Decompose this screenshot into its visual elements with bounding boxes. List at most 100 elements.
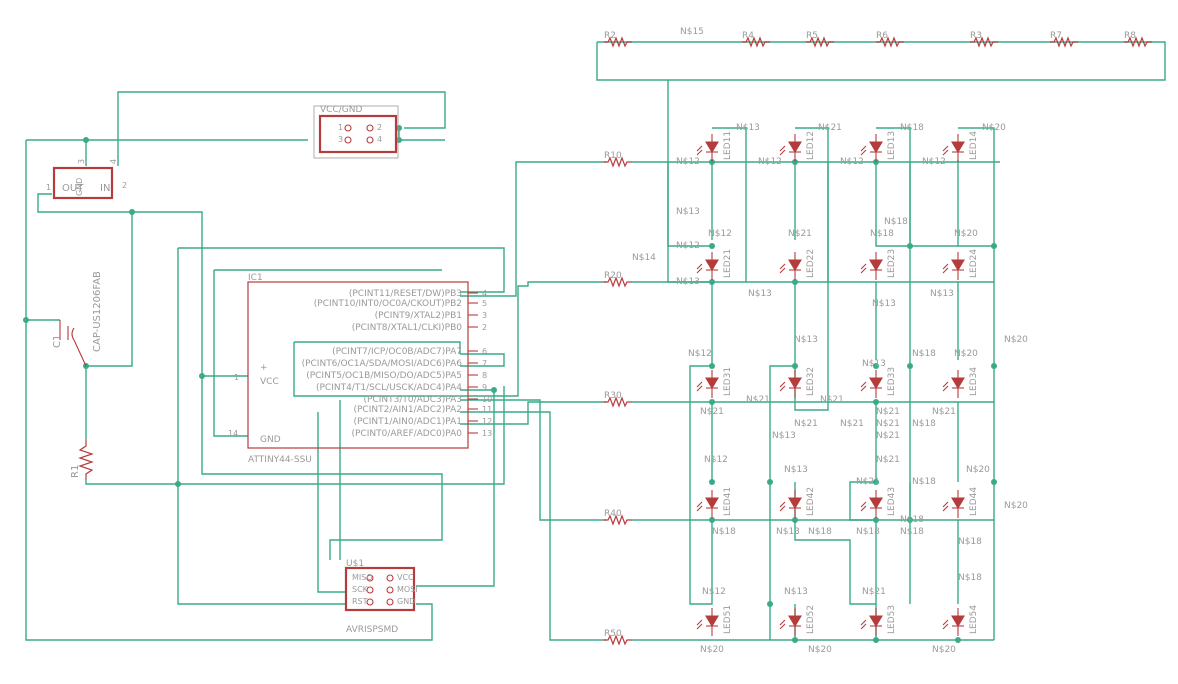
net-label: N$13 — [784, 587, 808, 597]
regulator-pin-tab: 4 — [109, 159, 118, 164]
net-label: N$18 — [912, 477, 936, 487]
resistor-symbol — [604, 156, 632, 168]
net-label: N$18 — [856, 527, 880, 537]
resistor-label: R7 — [1050, 31, 1062, 41]
resistor-symbol — [806, 36, 834, 48]
ic1-pin-label: (PCINT0/AREF/ADC0)PA0 — [351, 429, 462, 439]
ic1-pin-label: (PCINT2/AIN1/ADC2)PA2 — [353, 405, 462, 415]
power-pin-1: 1 — [338, 123, 343, 132]
c1-name: C1 — [52, 335, 63, 348]
led-label: LED22 — [806, 249, 816, 278]
power-pin-2: 2 — [377, 123, 382, 132]
net-label: N$21 — [700, 407, 724, 417]
ic1-pin-number: 11 — [482, 405, 492, 414]
net-label: N$13 — [784, 465, 808, 475]
isp-pin-vcc: VCC — [397, 573, 414, 582]
resistor-label: R50 — [604, 629, 622, 639]
regulator-out-label: OUT — [62, 183, 84, 194]
resistor-symbol — [604, 396, 632, 408]
led: LED21 — [696, 249, 733, 280]
net-label: N$21 — [876, 455, 900, 465]
net-label: N$13 — [872, 299, 896, 309]
net-label: N$12 — [702, 587, 726, 597]
net-label: N$21 — [840, 419, 864, 429]
net-label: N$21 — [818, 123, 842, 133]
net-label: N$13 — [772, 431, 796, 441]
led: LED43 — [860, 487, 897, 518]
regulator-pin-out: 1 — [46, 183, 51, 192]
led-label: LED41 — [723, 487, 733, 516]
net-label: N$20 — [1004, 501, 1028, 511]
ic1-attiny44: IC1 ATTINY44-SSU + VCC GND 1 14 4(PCINT1… — [228, 273, 492, 465]
ic1-pin-number: 8 — [482, 371, 487, 380]
led: LED33 — [860, 367, 897, 398]
led-label: LED33 — [887, 367, 897, 396]
net-label: N$18 — [900, 123, 924, 133]
resistor-label: R5 — [806, 31, 818, 41]
isp-pin-miso: MISO — [352, 573, 373, 582]
led-label: LED21 — [723, 249, 733, 278]
ic1-pin-label: (PCINT5/OC1B/MISO/DO/ADC5)PA5 — [306, 371, 462, 381]
net-label: N$20 — [966, 465, 990, 475]
ic1-pin-number: 2 — [482, 323, 487, 332]
resistor-label: R2 — [604, 31, 616, 41]
resistor-label: R40 — [604, 509, 622, 519]
net-label: N$20 — [954, 349, 978, 359]
net-label: N$21 — [876, 419, 900, 429]
net-label: N$18 — [900, 515, 924, 525]
net-label: N$13 — [676, 207, 700, 217]
led: LED13 — [860, 131, 897, 162]
led-label: LED11 — [723, 131, 733, 160]
ic1-pin-number: 13 — [482, 429, 492, 438]
resistor-symbol — [604, 276, 632, 288]
resistor-label: R30 — [604, 391, 622, 401]
resistor-symbol — [876, 36, 904, 48]
net-label: N$13 — [862, 359, 886, 369]
ic1-right-pins: 4(PCINT11/RESET/DW)PB35(PCINT10/INT0/OC0… — [302, 289, 493, 439]
led: LED44 — [942, 487, 979, 518]
led: LED42 — [779, 487, 816, 518]
net-label: N$21 — [746, 395, 770, 405]
power-header: VCC/GND 1 2 3 4 — [313, 105, 399, 159]
net-n14-label: N$14 — [632, 253, 656, 263]
ic1-pin-label: (PCINT4/T1/SCL/USCK/ADC4)PA4 — [316, 383, 462, 393]
net-label: N$18 — [900, 527, 924, 537]
regulator-pin-in: 2 — [122, 181, 127, 190]
net-label: N$13 — [748, 289, 772, 299]
net-label: N$12 — [676, 241, 700, 251]
net-label: N$12 — [704, 455, 728, 465]
led-label: LED51 — [723, 605, 733, 634]
wires — [25, 41, 1166, 641]
resistor-symbol — [604, 634, 632, 646]
net-label: N$12 — [758, 157, 782, 167]
led: LED52 — [779, 605, 816, 636]
led-label: LED53 — [887, 605, 897, 634]
ic1-pin-number: 4 — [482, 289, 487, 298]
net-label: N$18 — [808, 527, 832, 537]
resistor-label: R10 — [604, 151, 622, 161]
net-label: N$18 — [884, 217, 908, 227]
net-label: N$18 — [712, 527, 736, 537]
led-label: LED31 — [723, 367, 733, 396]
ic1-gnd-label: GND — [260, 435, 281, 445]
led: LED22 — [779, 249, 816, 280]
ic1-pin-number: 3 — [482, 311, 487, 320]
led-label: LED32 — [806, 367, 816, 396]
led-label: LED43 — [887, 487, 897, 516]
net-label: N$12 — [708, 229, 732, 239]
ic1-pin-label: (PCINT10/INT0/OC0A/CKOUT)PB2 — [314, 299, 462, 309]
resistor-symbol — [1050, 36, 1078, 48]
net-label: N$20 — [954, 229, 978, 239]
net-label: N$13 — [794, 335, 818, 345]
resistor-symbol — [970, 36, 998, 48]
net-label: N$18 — [870, 229, 894, 239]
ic1-name: IC1 — [248, 273, 263, 283]
net-label: N$21 — [876, 431, 900, 441]
net-label: N$20 — [932, 645, 956, 655]
resistor-label: R6 — [876, 31, 888, 41]
net-label: N$20 — [700, 645, 724, 655]
ic1-value: ATTINY44-SSU — [248, 455, 312, 465]
net-label: N$18 — [912, 419, 936, 429]
